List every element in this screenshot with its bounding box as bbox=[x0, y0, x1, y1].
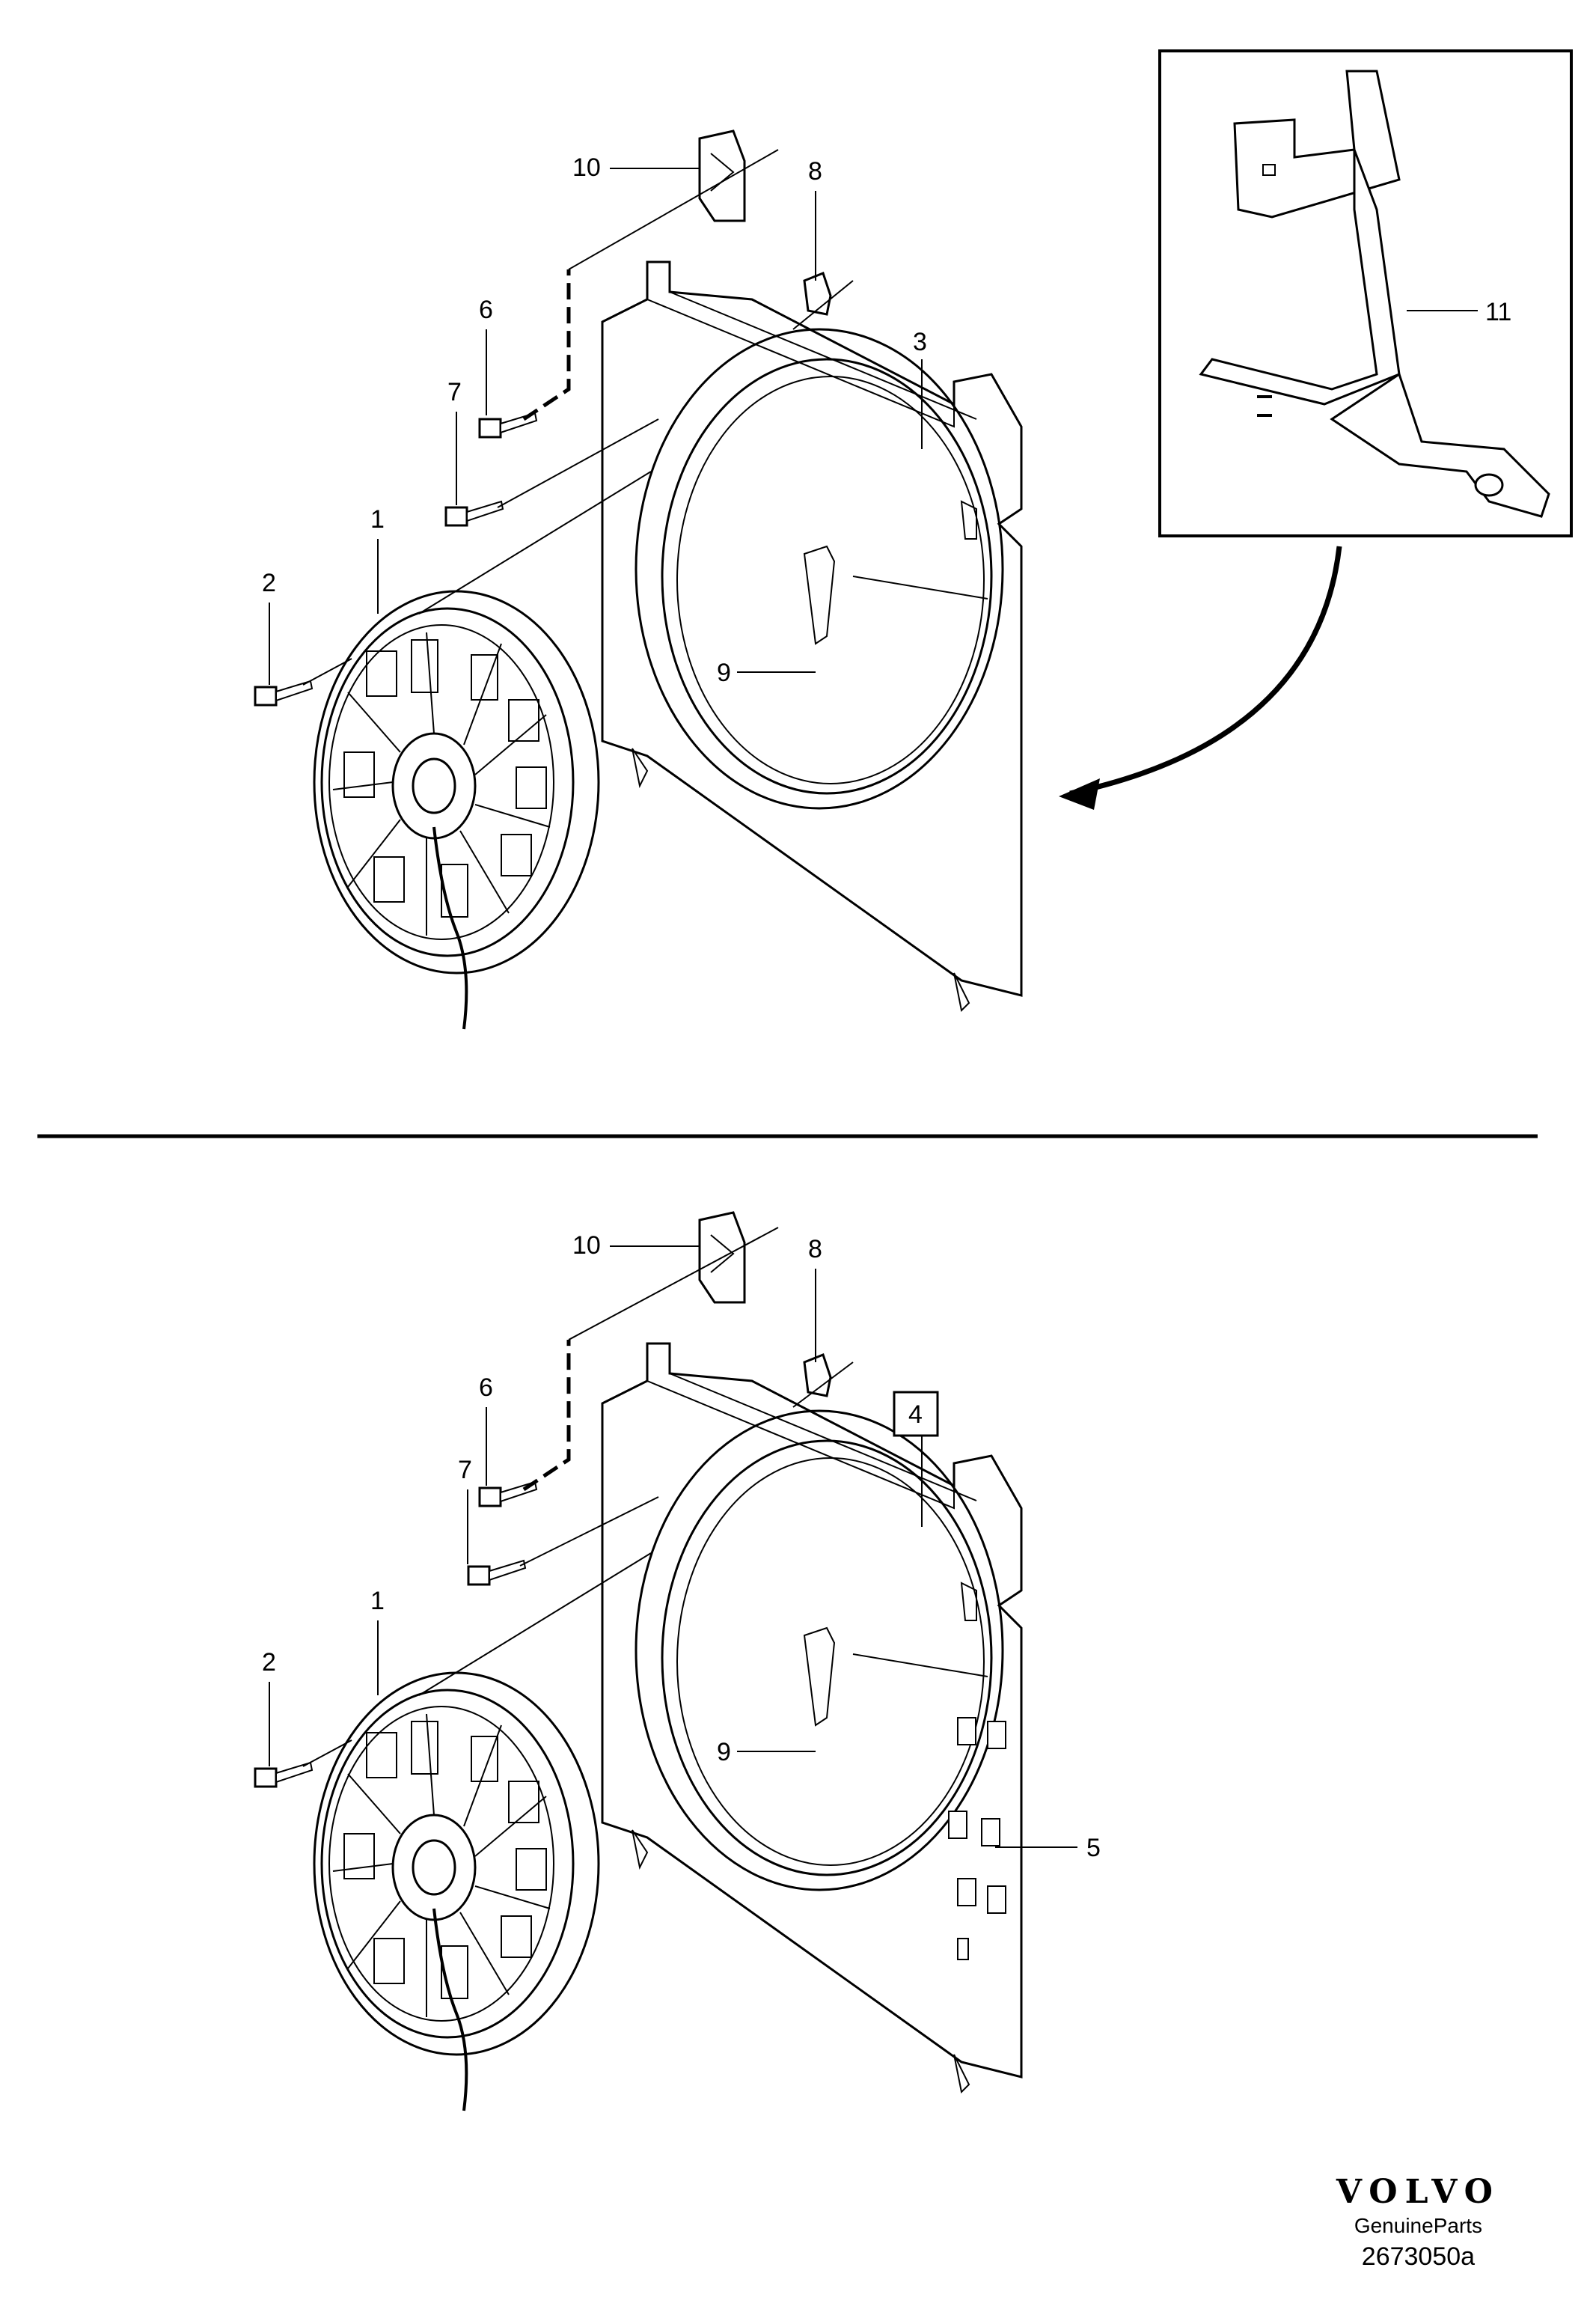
callout-8: 8 bbox=[808, 157, 822, 186]
inset-bracket-detail: 11 bbox=[1158, 49, 1573, 537]
brand-tagline: GenuineParts bbox=[1354, 2214, 1483, 2237]
bottom-assembly bbox=[254, 1211, 1023, 2112]
callout-10: 10 bbox=[572, 153, 601, 182]
brand-block: VOLVO GenuineParts 2673050a bbox=[1336, 2173, 1500, 2272]
callout-9b: 9 bbox=[717, 1738, 731, 1766]
fan-1b bbox=[313, 1671, 600, 2112]
callout-5: 5 bbox=[1086, 1834, 1101, 1862]
drawing-number: 2673050a bbox=[1361, 2242, 1476, 2271]
callout-2: 2 bbox=[262, 569, 276, 597]
callout-6b: 6 bbox=[479, 1373, 493, 1402]
volvo-logo: VOLVO bbox=[1336, 2173, 1500, 2211]
callout-7b: 7 bbox=[458, 1456, 472, 1484]
inset-arrow bbox=[1059, 546, 1342, 810]
clip-10 bbox=[698, 129, 746, 222]
bolt-7b bbox=[467, 1559, 527, 1586]
callout-2b: 2 bbox=[262, 1648, 276, 1677]
clip-8 bbox=[803, 272, 832, 316]
top-assembly bbox=[254, 129, 1023, 1031]
callout-10b: 10 bbox=[572, 1231, 601, 1260]
callout-7: 7 bbox=[447, 378, 462, 406]
callouts-top: 10 8 6 7 3 1 2 9 bbox=[262, 153, 927, 687]
callouts-bottom: 10 8 6 7 4 1 2 9 5 bbox=[262, 1231, 1101, 1862]
bolt-7 bbox=[444, 500, 504, 527]
callout-6: 6 bbox=[479, 296, 493, 324]
relay-slots-5 bbox=[948, 1717, 1006, 1960]
callout-9: 9 bbox=[717, 659, 731, 687]
callout-8b: 8 bbox=[808, 1235, 822, 1263]
callout-3: 3 bbox=[913, 328, 927, 356]
callout-1b: 1 bbox=[370, 1587, 385, 1615]
callout-11: 11 bbox=[1485, 298, 1511, 326]
callout-1: 1 bbox=[370, 505, 385, 534]
callout-4: 4 bbox=[908, 1400, 923, 1429]
callout-4-box bbox=[893, 1391, 939, 1437]
fan-1 bbox=[313, 590, 600, 1031]
shroud-3 bbox=[601, 260, 1023, 1012]
